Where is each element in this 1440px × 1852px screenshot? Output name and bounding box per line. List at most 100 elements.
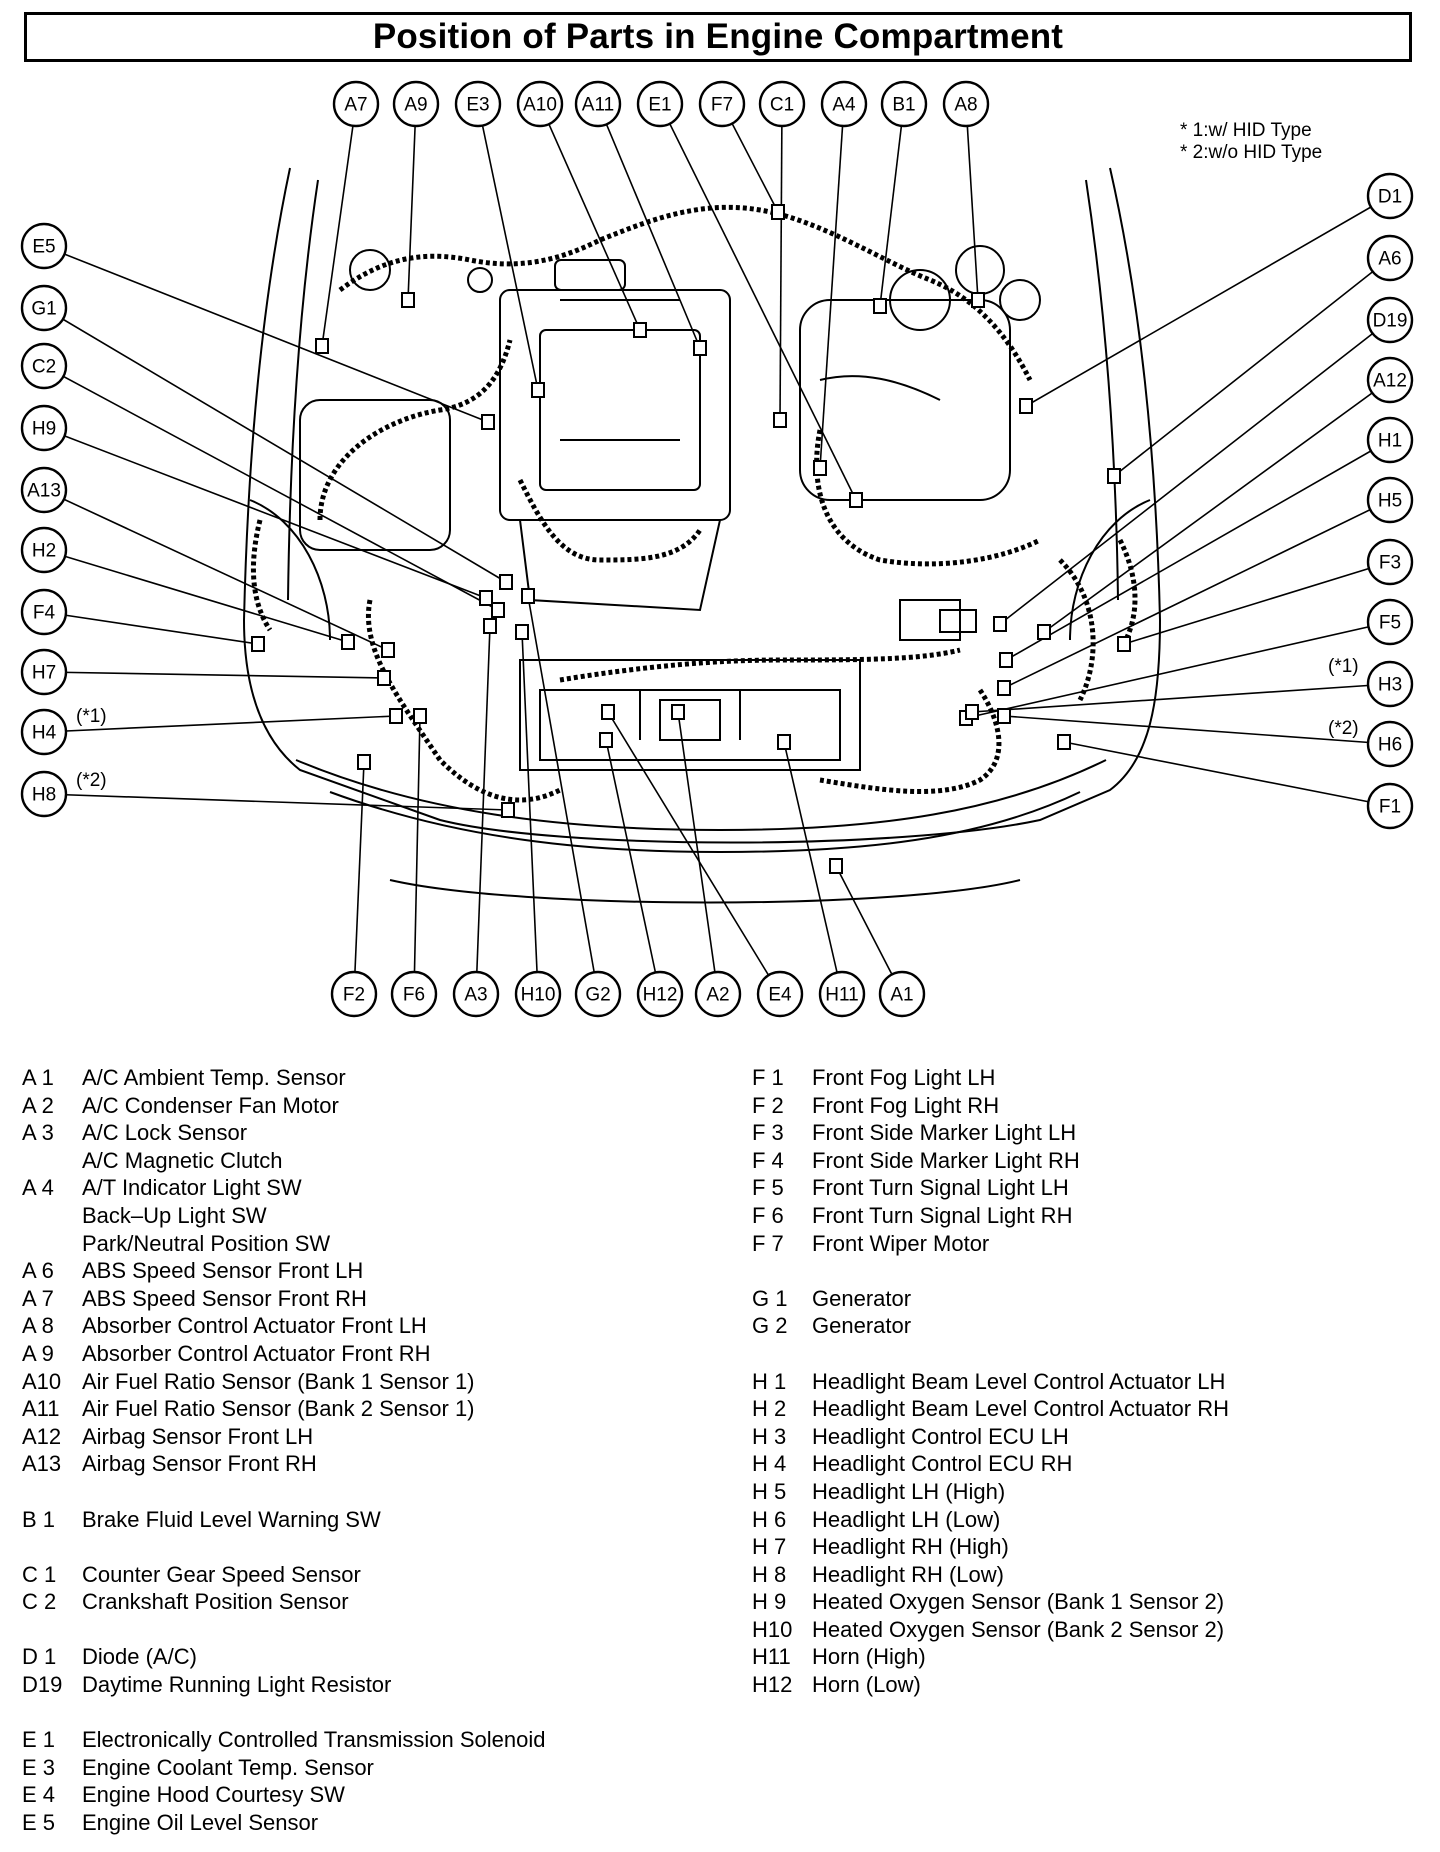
callout-label: F7 — [711, 95, 733, 116]
legend-code: H 6 — [752, 1506, 787, 1532]
callout-c2: C2 — [20, 342, 68, 390]
callout-a6: A6 — [1366, 234, 1414, 282]
callout-circle — [942, 80, 990, 128]
leader-line-h9 — [43, 427, 487, 599]
legend-description: Headlight Beam Level Control Actuator LH — [812, 1368, 1226, 1394]
connector-e5 — [481, 414, 495, 430]
callout-label: H7 — [32, 663, 56, 684]
legend-spacer — [22, 1533, 722, 1561]
leader-line-g2 — [527, 595, 599, 995]
leader-line-h7 — [43, 671, 385, 679]
connector-h4 — [389, 708, 403, 724]
callout-circle — [1366, 598, 1414, 646]
leader-line-h4 — [43, 715, 397, 733]
legend-code: A 1 — [22, 1065, 54, 1090]
connector-b1 — [873, 298, 887, 314]
leader-line-a11 — [597, 103, 701, 349]
legend-spacer — [752, 1257, 1432, 1285]
callout-circle — [694, 970, 742, 1018]
callout-label: F4 — [33, 603, 56, 624]
callout-h6: H6 — [1366, 720, 1414, 768]
legend-code: E 5 — [22, 1810, 56, 1836]
callout-h12: H12 — [636, 970, 684, 1018]
legend-description: Horn (High) — [812, 1644, 926, 1670]
legend-code: G 1 — [752, 1285, 788, 1311]
legend-description: Park/Neutral Position SW — [82, 1230, 331, 1256]
callout-label: E5 — [32, 237, 55, 258]
callout-a1: A1 — [878, 970, 926, 1018]
callout-h5: H5 — [1366, 476, 1414, 524]
legend-description: ABS Speed Sensor Front RH — [82, 1285, 367, 1311]
callout-label: A3 — [464, 985, 487, 1006]
legend-code — [22, 1202, 82, 1230]
legend-code: C 2 — [22, 1589, 57, 1615]
connector-e1 — [849, 492, 863, 508]
callout-label: A2 — [706, 985, 729, 1006]
connector-d1 — [1019, 398, 1033, 414]
connector-h3 — [965, 704, 979, 720]
legend-code: D 1 — [22, 1644, 57, 1670]
callout-label: F3 — [1379, 553, 1401, 574]
legend-description: Brake Fluid Level Warning SW — [82, 1506, 381, 1532]
leader-line-a2 — [677, 711, 719, 995]
leader-line-a12 — [1043, 379, 1391, 633]
legend-description: Electronically Controlled Transmission S… — [82, 1727, 546, 1753]
connector-a13 — [381, 642, 395, 658]
connector-a2 — [671, 704, 685, 720]
callout-label: D19 — [1373, 311, 1408, 332]
legend-code: A 6 — [22, 1258, 54, 1284]
legend-code: A 2 — [22, 1092, 54, 1118]
tag-h6: (*2) — [1328, 718, 1359, 739]
leader-line-h8 — [43, 793, 509, 811]
callout-circle — [390, 970, 438, 1018]
legend-description: Generator — [812, 1313, 912, 1339]
legend-code: A 7 — [22, 1285, 54, 1311]
callout-circle — [514, 970, 562, 1018]
legend-description: Heated Oxygen Sensor (Bank 2 Sensor 2) — [812, 1616, 1225, 1642]
legend-description: Engine Hood Courtesy SW — [82, 1782, 345, 1808]
callout-a12: A12 — [1366, 356, 1414, 404]
legend-description: Headlight LH (High) — [812, 1478, 1006, 1504]
callout-f4: F4 — [20, 588, 68, 636]
legend-description: A/C Ambient Temp. Sensor — [82, 1065, 346, 1090]
callout-label: H12 — [643, 985, 678, 1006]
callout-a11: A11 — [574, 80, 622, 128]
legend-code: H 2 — [752, 1396, 787, 1422]
connector-f1 — [1057, 734, 1071, 750]
callout-circle — [756, 970, 804, 1018]
legend-description: Front Wiper Motor — [812, 1230, 990, 1256]
legend-code: A 9 — [22, 1340, 54, 1366]
leader-line-h2 — [43, 549, 349, 643]
page-title: Position of Parts in Engine Compartment — [372, 17, 1064, 56]
leader-line-h6 — [1003, 715, 1391, 745]
callout-circle — [1366, 720, 1414, 768]
legend-code: A12 — [22, 1423, 62, 1449]
callout-circle — [516, 80, 564, 128]
callout-e5: E5 — [20, 222, 68, 270]
legend-code: A 4 — [22, 1175, 54, 1201]
connector-f6 — [413, 708, 427, 724]
legend-code: F 4 — [752, 1147, 784, 1173]
legend-description: Air Fuel Ratio Sensor (Bank 1 Sensor 1) — [82, 1368, 475, 1394]
callout-label: H9 — [32, 419, 56, 440]
connector-a12 — [1037, 624, 1051, 640]
legend-row: A/C Magnetic Clutch — [22, 1147, 722, 1175]
callout-circle — [20, 526, 68, 574]
connector-h7 — [377, 670, 391, 686]
callout-circle — [1366, 234, 1414, 282]
callout-label: A1 — [890, 985, 913, 1006]
legend-description: Air Fuel Ratio Sensor (Bank 2 Sensor 1) — [82, 1396, 475, 1422]
legend-code: A 8 — [22, 1313, 54, 1339]
legend-row: Back–Up Light SW — [22, 1202, 722, 1230]
legend-description: A/C Condenser Fan Motor — [82, 1092, 339, 1118]
legend-code: G 2 — [752, 1313, 788, 1339]
connector-h6 — [997, 708, 1011, 724]
callout-circle — [1366, 538, 1414, 586]
legend-code: A13 — [22, 1451, 62, 1477]
